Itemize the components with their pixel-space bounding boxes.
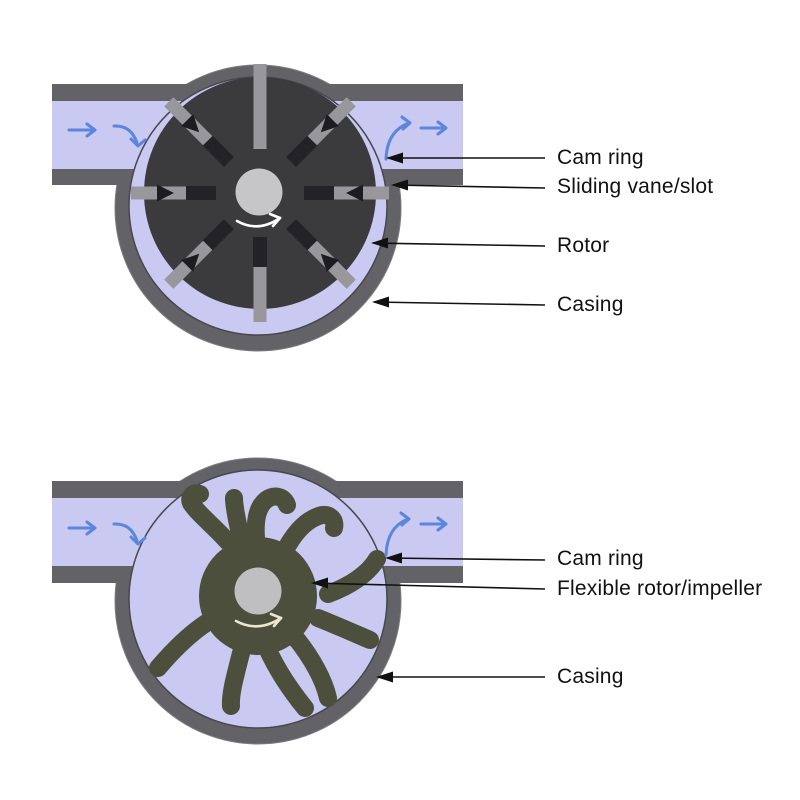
leader-lines <box>371 152 546 308</box>
shaft <box>235 168 283 216</box>
arrowhead-icon <box>386 152 403 164</box>
flow-arrow-right-icon <box>67 520 97 536</box>
sliding-vane <box>253 64 267 149</box>
flow-arrow-curve-down-icon <box>112 124 147 148</box>
arrowhead-icon <box>376 671 393 683</box>
sliding-vane <box>286 97 356 167</box>
label-casing-bottom: Casing <box>557 665 624 688</box>
sliding-vane <box>131 184 216 202</box>
flow-arrows <box>67 511 448 557</box>
label-sliding-vane-slot: Sliding vane/slot <box>557 175 714 198</box>
label-cam-ring-top: Cam ring <box>557 146 644 169</box>
arrowhead-icon <box>372 296 389 308</box>
flow-arrow-curve-down-icon <box>112 522 147 546</box>
flow-arrow-curve-up-icon <box>384 511 411 557</box>
flow-arrow-right-icon <box>419 516 448 532</box>
flow-arrow-right-icon <box>419 120 448 136</box>
arrowhead-icon <box>371 237 388 249</box>
flexible-impeller-pump-figure <box>52 457 546 745</box>
flow-arrows <box>67 115 448 161</box>
arrowhead-icon <box>311 577 328 589</box>
label-flexible-rotor-impeller: Flexible rotor/impeller <box>557 577 763 600</box>
flow-arrow-curve-up-icon <box>384 115 412 161</box>
shaft <box>234 567 282 615</box>
leader-lines <box>311 552 546 683</box>
sliding-vane <box>164 97 234 167</box>
sliding-vane-pump-figure <box>52 64 546 352</box>
rotation-arrow-icon <box>234 612 283 628</box>
arrowhead-icon <box>385 552 402 564</box>
label-rotor: Rotor <box>557 234 610 257</box>
arrowhead-icon <box>391 179 408 191</box>
label-casing-top: Casing <box>557 293 624 316</box>
rotation-arrow-icon <box>235 212 282 228</box>
sliding-vane <box>253 237 267 322</box>
sliding-vanes <box>131 64 389 322</box>
label-cam-ring-bottom: Cam ring <box>557 547 644 570</box>
sliding-vane <box>304 184 389 202</box>
sliding-vane <box>164 219 234 289</box>
flow-arrow-right-icon <box>67 122 97 138</box>
sliding-vane <box>286 219 356 289</box>
